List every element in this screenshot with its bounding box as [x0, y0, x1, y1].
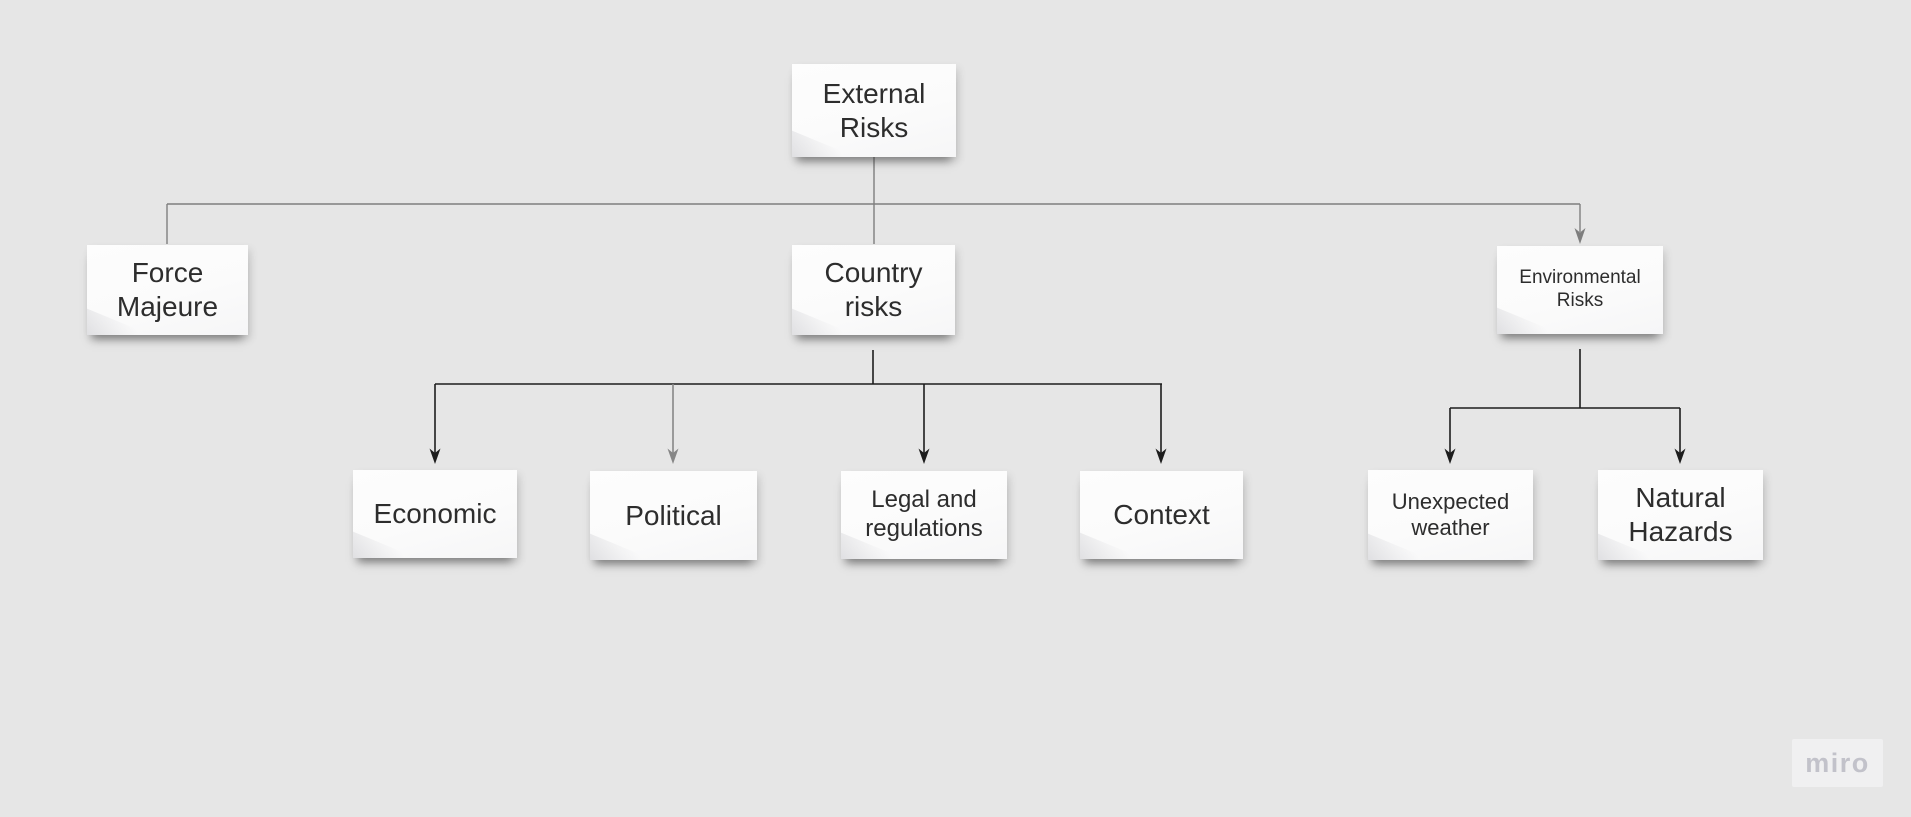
node-unexpected-weather[interactable]: Unexpected weather	[1368, 470, 1533, 560]
arrowhead-political	[667, 448, 679, 464]
arrowhead-unexpected-weather	[1444, 448, 1456, 464]
node-label-natural-hazards: Natural Hazards	[1628, 482, 1733, 547]
node-label-context: Context	[1113, 499, 1210, 531]
node-context[interactable]: Context	[1080, 471, 1243, 559]
arrowhead-context	[1155, 448, 1167, 464]
node-label-economic: Economic	[373, 498, 497, 530]
arrowhead-economic	[429, 448, 441, 464]
node-natural-hazards[interactable]: Natural Hazards	[1598, 470, 1763, 560]
node-force-majeure[interactable]: Force Majeure	[87, 245, 248, 335]
node-country-risks[interactable]: Country risks	[792, 245, 955, 335]
node-external-risks[interactable]: External Risks	[792, 64, 956, 157]
node-label-unexpected-weather: Unexpected weather	[1391, 488, 1510, 540]
node-political[interactable]: Political	[590, 471, 757, 560]
node-label-force-majeure: Force Majeure	[116, 257, 219, 322]
arrowhead-natural-hazards	[1674, 448, 1686, 464]
miro-watermark-label: miro	[1805, 747, 1870, 778]
node-label-environmental-risks: Environmental Risks	[1519, 267, 1641, 311]
arrowhead-environmental-risks	[1574, 228, 1586, 244]
node-label-legal-and-regulations: Legal and regulations	[865, 486, 983, 542]
node-legal-and-regulations[interactable]: Legal and regulations	[841, 471, 1007, 559]
miro-watermark-badge[interactable]: miro	[1792, 739, 1883, 787]
node-economic[interactable]: Economic	[353, 470, 517, 558]
arrowhead-legal	[918, 448, 930, 464]
node-label-political: Political	[625, 499, 722, 531]
node-environmental-risks[interactable]: Environmental Risks	[1497, 246, 1663, 334]
node-label-external-risks: External Risks	[822, 77, 926, 143]
node-label-country-risks: Country risks	[824, 257, 923, 322]
